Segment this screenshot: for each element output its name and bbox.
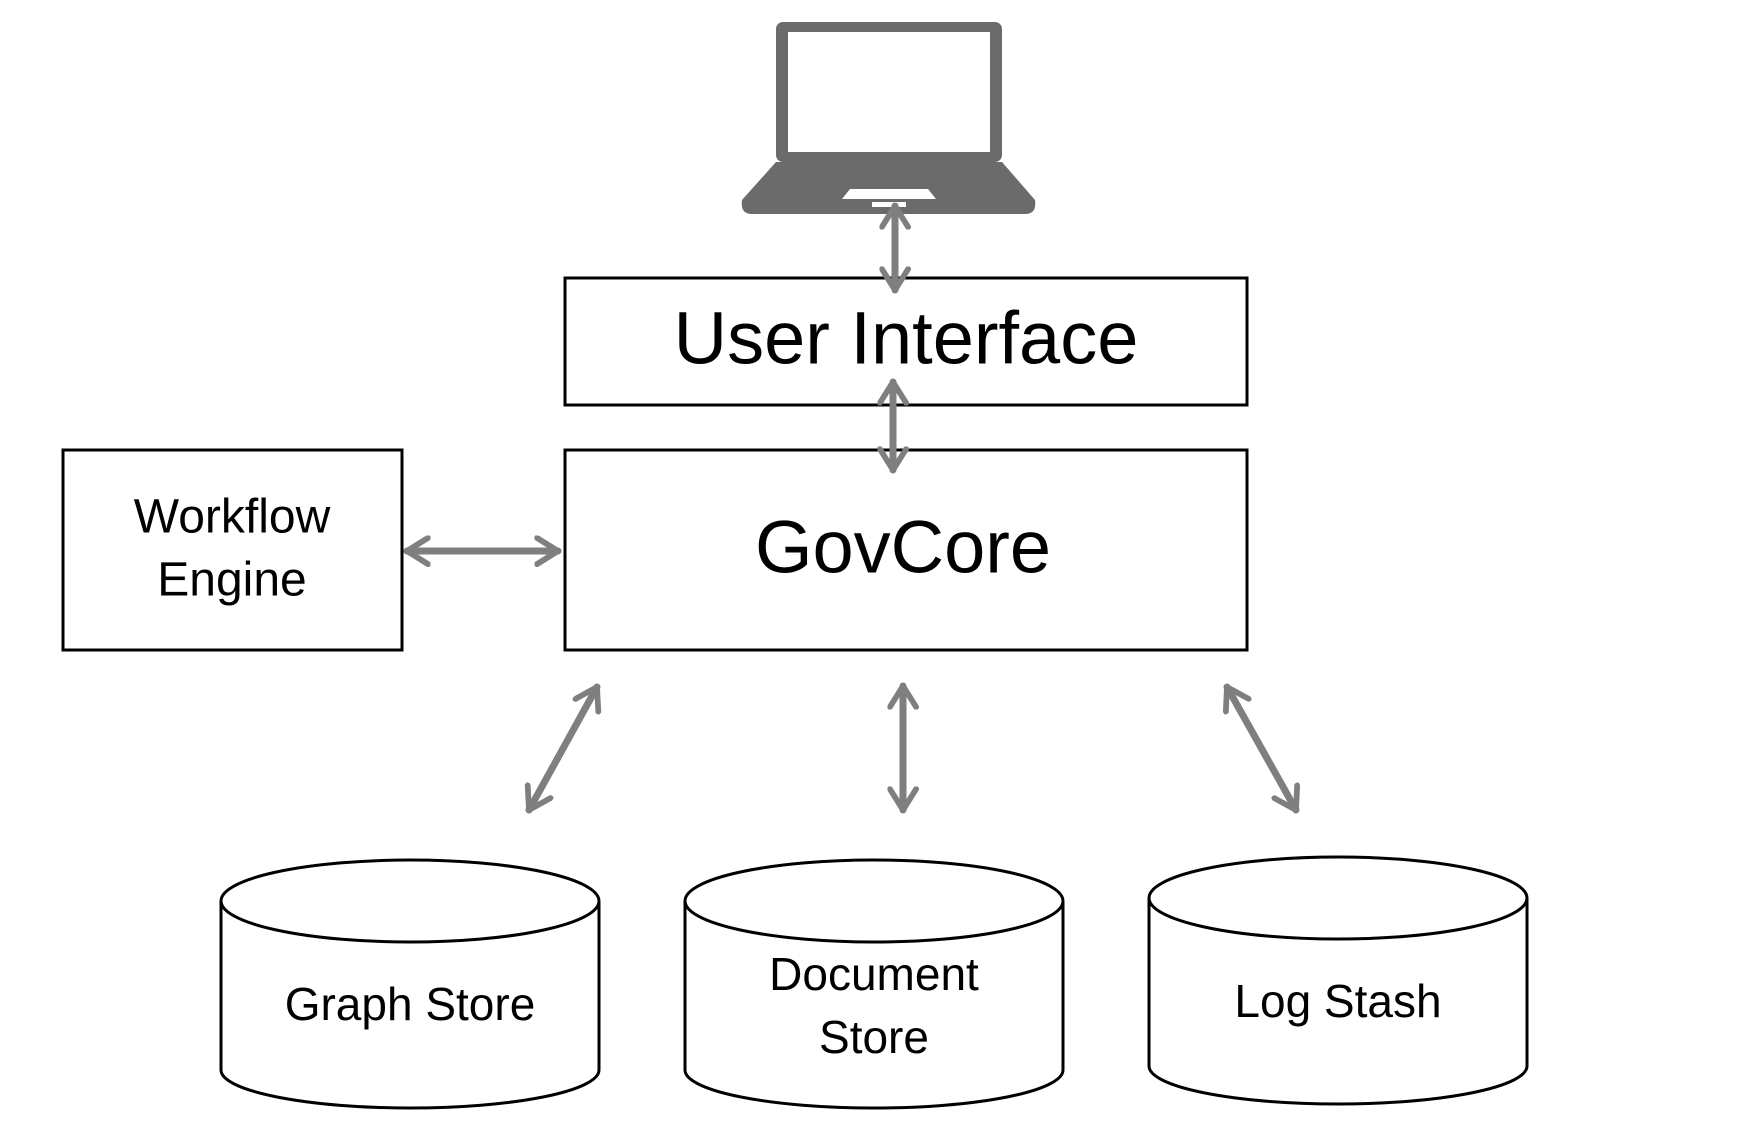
user-interface-label: User Interface: [674, 297, 1139, 380]
document-store-label-line1: Document: [769, 948, 979, 1000]
user-interface-node: User Interface: [563, 276, 1249, 407]
govcore-node: GovCore: [563, 448, 1249, 652]
laptop-icon: [741, 22, 1036, 214]
document-store-node: Document Store: [683, 858, 1065, 1110]
arrow-govcore-graph-store: [529, 683, 597, 814]
log-stash-node: Log Stash: [1147, 855, 1529, 1106]
workflow-engine-label-line1: Workflow: [134, 491, 331, 544]
govcore-label: GovCore: [755, 506, 1051, 589]
graph-store-label: Graph Store: [285, 978, 536, 1030]
workflow-engine-node: Workflow Engine: [61, 448, 404, 652]
graph-store-node: Graph Store: [219, 858, 601, 1110]
log-stash-label: Log Stash: [1234, 975, 1441, 1027]
workflow-engine-label-line2: Engine: [157, 554, 306, 607]
document-store-label-line2: Store: [819, 1011, 929, 1063]
arrow-govcore-log-stash: [1227, 683, 1296, 814]
